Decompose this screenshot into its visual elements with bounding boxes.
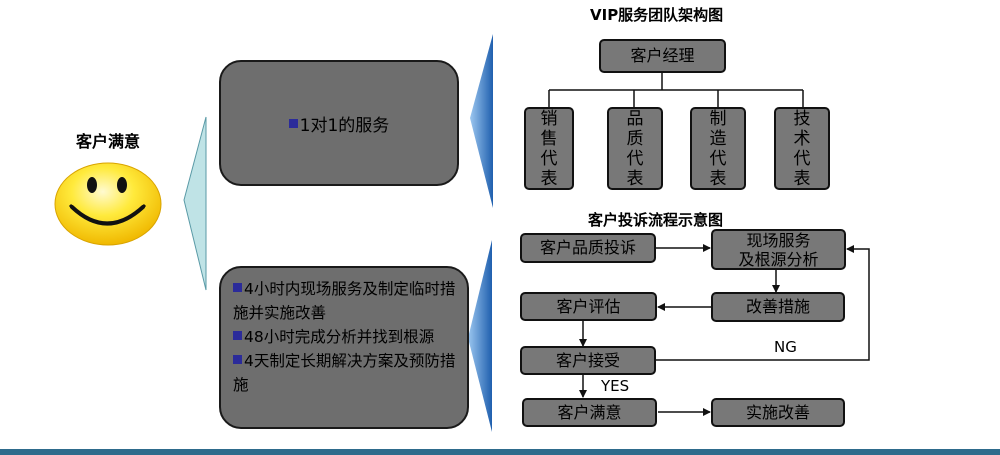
org-chart-title: VIP服务团队架构图	[590, 6, 724, 24]
org-rep-node: 制造代表	[690, 107, 746, 190]
satisfaction-title: 客户满意	[76, 132, 141, 151]
service-box: 1对1的服务	[219, 60, 459, 186]
org-chart-connectors	[548, 73, 804, 107]
flow-connectors	[579, 244, 870, 416]
smiley-icon	[54, 162, 162, 246]
flow-node-complaint: 客户品质投诉	[520, 233, 656, 263]
measure-point: 48小时完成分析并找到根源	[233, 325, 459, 349]
measure-point: 4小时内现场服务及制定临时措施并实施改善	[233, 280, 456, 322]
flow-node-implement: 实施改善	[711, 398, 845, 427]
bullet-square-icon	[288, 118, 298, 128]
flow-node-onsite: 现场服务 及根源分析	[711, 229, 846, 270]
bullet-square-icon	[233, 283, 242, 292]
measure-point: 4天制定长期解决方案及预防措施	[233, 352, 456, 394]
bullet-square-icon	[233, 355, 242, 364]
yes-label: YES	[601, 377, 630, 395]
complaint-flow-title: 客户投诉流程示意图	[588, 211, 724, 229]
left-funnel-shape	[183, 116, 207, 291]
lower-wedge-shape	[468, 240, 492, 432]
org-rep-node: 技术代表	[774, 107, 830, 190]
org-rep-node: 销售代表	[524, 107, 574, 190]
org-rep-node: 品质代表	[607, 107, 663, 190]
flow-node-improve: 改善措施	[711, 292, 845, 322]
measures-box: 4小时内现场服务及制定临时措施并实施改善 48小时完成分析并找到根源 4天制定长…	[219, 266, 469, 429]
bottom-bar	[0, 449, 1000, 455]
ng-label: NG	[774, 338, 797, 356]
org-root-node: 客户经理	[599, 39, 726, 73]
upper-wedge-shape	[470, 34, 493, 208]
flow-node-accept: 客户接受	[520, 346, 656, 375]
flow-node-assess: 客户评估	[520, 292, 657, 321]
flow-node-satisfied: 客户满意	[522, 398, 657, 427]
service-text: 1对1的服务	[299, 115, 390, 136]
bullet-square-icon	[233, 331, 242, 340]
